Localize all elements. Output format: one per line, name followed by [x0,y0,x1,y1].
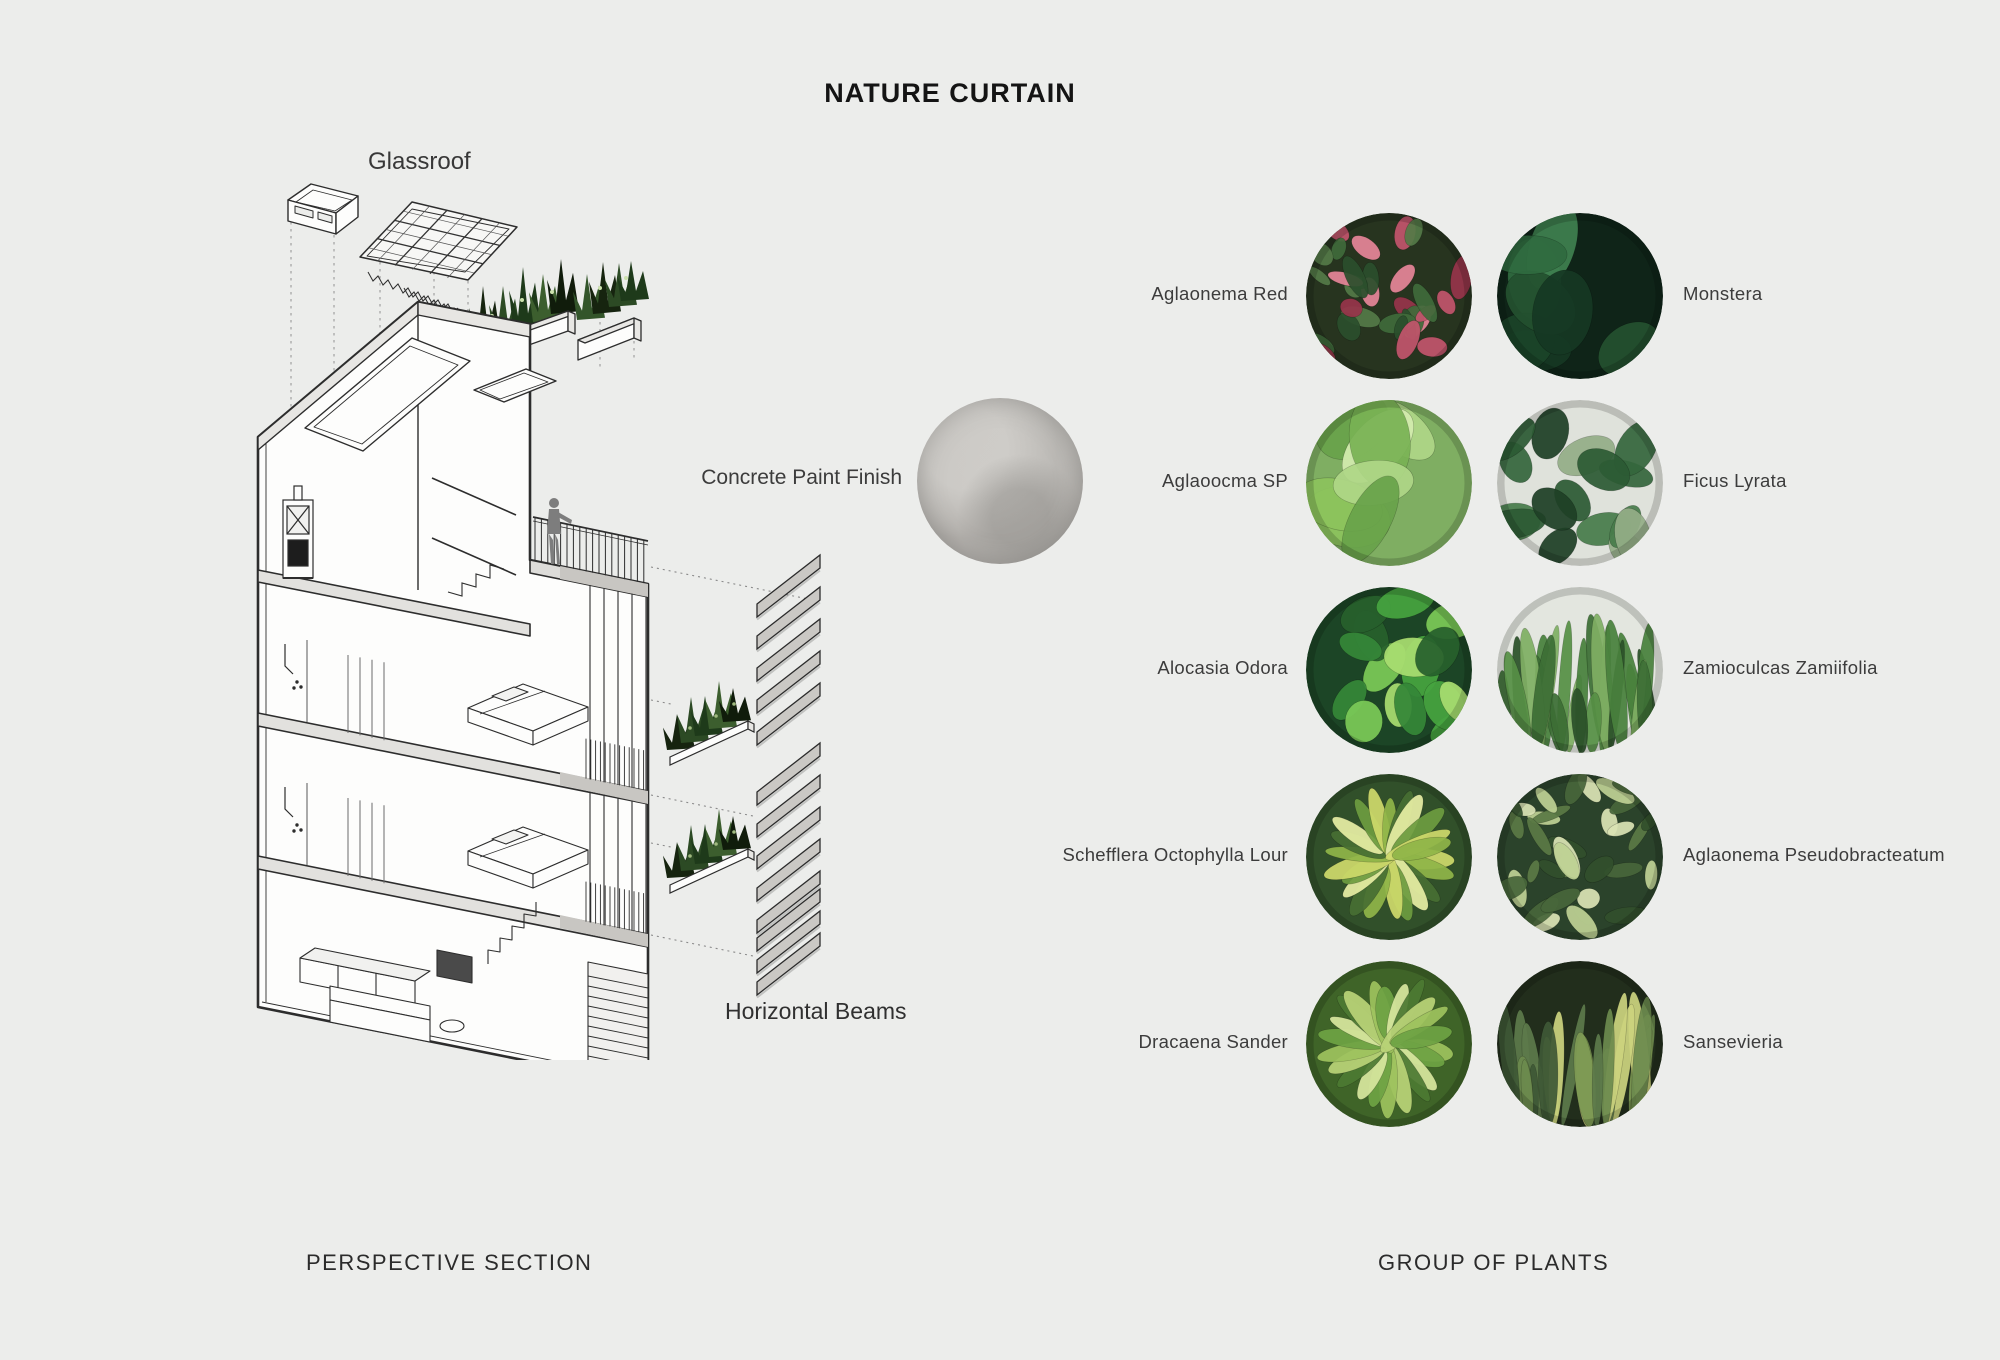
stair-railing [431,477,517,597]
plant-photo [1306,213,1472,379]
plant-label: Aglaoocma SP [1162,470,1288,491]
plant-photo [1497,213,1663,379]
plant-label: Alocasia Odora [1157,657,1288,678]
bedroom-2 [467,826,589,889]
glassroof-panel [359,201,518,281]
bedroom-1 [467,683,589,746]
ground-floor [299,902,649,1060]
shower-fixtures [284,640,308,865]
plant-photo [1306,961,1472,1127]
page-title: NATURE CURTAIN [824,78,1076,108]
plant-photo [1306,587,1472,753]
plant-label: Zamioculcas Zamiifolia [1683,657,1878,678]
plant-photo [1497,961,1663,1127]
concrete-swatch [917,398,1083,564]
perspective-section-drawing [256,183,821,1060]
concrete-finish-label: Concrete Paint Finish [701,466,902,489]
plant-photo [1497,774,1663,940]
human-figure [547,498,572,564]
plant-label: Sansevieria [1683,1031,1783,1052]
horizontal-beams [756,553,821,999]
glassroof-label: Glassroof [368,148,471,175]
wood-stove [282,485,314,579]
skylight-box [287,183,359,235]
plant-photo [1497,587,1663,753]
horizontal-beams-label: Horizontal Beams [725,998,907,1024]
hanging-planters [663,681,755,894]
plant-photo [1497,400,1663,566]
plant-photo [1306,400,1472,566]
perspective-section-caption: PERSPECTIVE SECTION [306,1250,593,1275]
group-of-plants-caption: GROUP OF PLANTS [1378,1250,1610,1275]
plant-label: Schefflera Octophylla Lour [1062,844,1288,865]
plant-label: Aglaonema Red [1151,283,1288,304]
plant-label: Monstera [1683,283,1763,304]
plant-label: Ficus Lyrata [1683,470,1787,491]
plant-label: Dracaena Sander [1138,1031,1288,1052]
plant-label: Aglaonema Pseudobracteatum [1683,844,1945,865]
plant-photo [1306,774,1472,940]
